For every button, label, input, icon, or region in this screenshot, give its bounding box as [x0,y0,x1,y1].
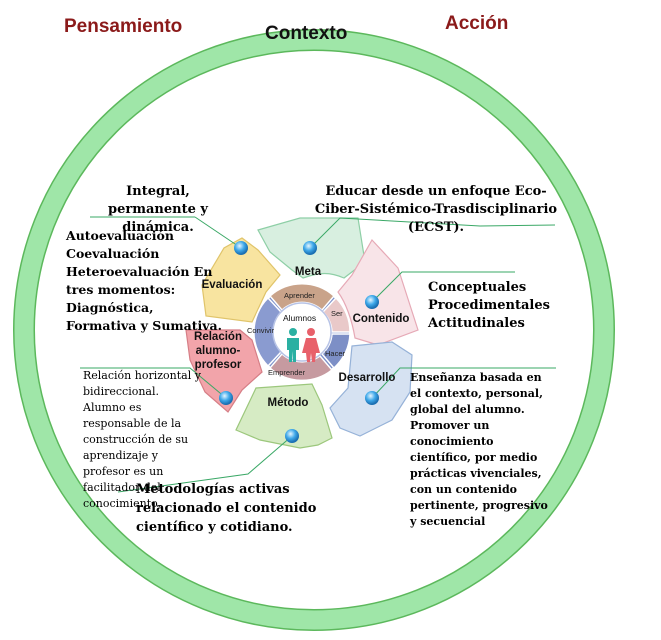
header-accion: Acción [445,13,509,34]
ring-label-ser: Ser [331,309,343,318]
connector-desarrollo [371,367,556,399]
segment-desarrollo [329,341,413,437]
ring-label-alumnos: Alumnos [283,313,317,323]
annotation-evaluacion-title: Integral, permanente y dinámica. [108,184,208,235]
annotation-evaluacion-list: Autoevaluación Coevaluación Heteroevalua… [66,228,222,333]
dot-desarrollo [365,391,379,405]
segment-label-meta: Meta [294,266,322,278]
dot-metodo [285,429,299,443]
annotation-desarrollo: Enseñanza basada en el contexto, persona… [410,371,548,528]
connector-relacion [80,367,227,399]
dot-relacion [219,391,233,405]
ring-label-hacer: Hacer [325,349,346,358]
connector-meta [309,217,556,249]
segment-contenido [337,238,419,346]
header-contexto: Contexto [265,23,348,44]
connector-contenido [371,271,515,303]
dot-meta [303,241,317,255]
segment-label-contenido: Contenido [352,313,410,325]
connector-metodo [117,435,293,493]
ring-label-convivir: Convivir [247,326,275,335]
annotation-meta: Educar desde un enfoque Eco-Ciber-Sistém… [314,184,558,235]
ring-emprender [268,352,334,382]
annotation-contenido: Conceptuales Procedimentales Actitudinal… [428,280,550,331]
segment-label-metodo: Método [267,397,309,409]
ring-label-emprender: Emprender [268,368,306,377]
ring-hacer [320,333,351,370]
segment-label-evaluacion: Evaluación [201,279,263,291]
segment-evaluacion [201,237,281,323]
segment-relacion [185,329,263,413]
dot-evaluacion [234,241,248,255]
segment-label-desarrollo: Desarrollo [338,372,396,384]
ring-label-aprender: Aprender [284,291,315,300]
annotation-metodo: Metodologías activas relacionado el cont… [136,482,317,535]
segment-metodo [235,383,333,449]
annotation-relacion: Relación horizontal y bidireccional. Alu… [83,369,201,510]
dot-contenido [365,295,379,309]
segment-label-relacion: Relación alumno-profesor [194,331,242,371]
student-figures [287,328,320,362]
connector-evaluacion [194,216,242,249]
header-pensamiento: Pensamiento [64,16,183,37]
ring-center [272,302,332,362]
